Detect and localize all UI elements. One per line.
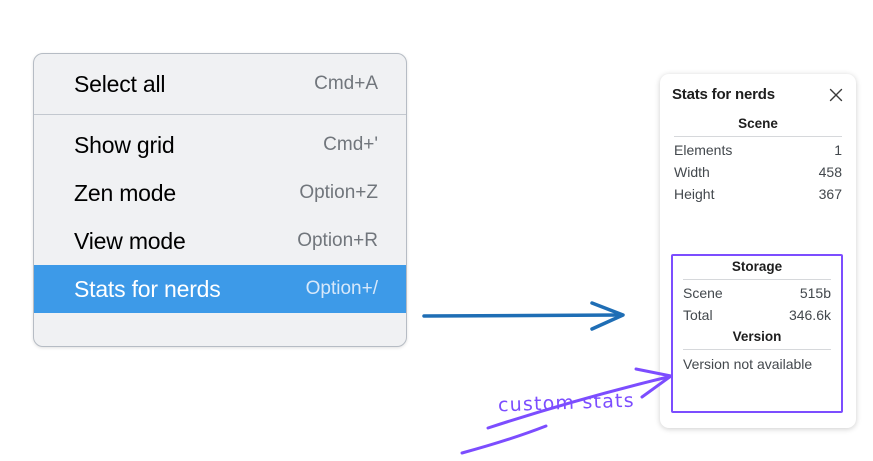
divider <box>683 349 831 350</box>
version-value: Version not available <box>683 356 813 372</box>
panel-title: Stats for nerds <box>672 86 775 103</box>
stat-row: Scene 515b <box>681 282 833 304</box>
context-menu[interactable]: Select all Cmd+A Show grid Cmd+' Zen mod… <box>33 53 407 347</box>
section-storage: Storage Scene 515b Total 346.6k <box>681 256 833 326</box>
section-heading: Version <box>732 329 782 344</box>
menu-item-zen-mode[interactable]: Zen mode Option+Z <box>34 169 406 217</box>
menu-item-label: Stats for nerds <box>74 275 221 302</box>
stat-value: 1 <box>834 142 842 158</box>
stat-value: 458 <box>818 164 842 180</box>
stat-key: Elements <box>674 142 733 158</box>
menu-item-shortcut: Option+Z <box>299 182 378 203</box>
menu-item-shortcut: Cmd+A <box>314 73 378 94</box>
menu-item-label: Zen mode <box>74 179 176 206</box>
custom-stats-region: Storage Scene 515b Total 346.6k Version … <box>673 256 841 376</box>
section-version: Version Version not available <box>681 326 833 376</box>
menu-item-stats-for-nerds[interactable]: Stats for nerds Option+/ <box>34 265 406 313</box>
section-heading: Scene <box>738 116 778 131</box>
blue-pointer-arrow <box>422 301 625 331</box>
stat-key: Total <box>683 307 713 323</box>
divider <box>683 279 831 280</box>
menu-item-label: View mode <box>74 227 186 254</box>
menu-item-shortcut: Option+R <box>297 230 378 251</box>
stat-value: 367 <box>818 186 842 202</box>
panel-header: Stats for nerds <box>672 84 844 113</box>
custom-stats-annotation-arrow <box>460 367 673 455</box>
stat-key: Scene <box>683 285 723 301</box>
stat-key: Height <box>674 186 715 202</box>
menu-item-view-mode[interactable]: View mode Option+R <box>34 217 406 265</box>
menu-group-2: Show grid Cmd+' Zen mode Option+Z View m… <box>34 114 406 319</box>
stat-row: Elements 1 <box>672 139 844 161</box>
menu-item-show-grid[interactable]: Show grid Cmd+' <box>34 121 406 169</box>
menu-item-label: Show grid <box>74 131 175 158</box>
stat-row: Height 367 <box>672 183 844 205</box>
menu-item-shortcut: Cmd+' <box>323 134 378 155</box>
stats-for-nerds-panel[interactable]: Stats for nerds Scene Elements 1 Width 4… <box>660 74 856 428</box>
close-icon[interactable] <box>828 87 844 103</box>
stat-row: Width 458 <box>672 161 844 183</box>
menu-group-1: Select all Cmd+A <box>34 54 406 114</box>
menu-item-shortcut: Option+/ <box>305 278 378 299</box>
section-scene: Scene Elements 1 Width 458 Height 367 <box>672 113 844 205</box>
divider <box>674 136 842 137</box>
menu-item-select-all[interactable]: Select all Cmd+A <box>34 60 406 108</box>
stat-value: 346.6k <box>788 307 831 323</box>
stat-key: Width <box>674 164 710 180</box>
stat-value: 515b <box>799 285 831 301</box>
section-heading: Storage <box>731 259 783 274</box>
stat-row: Total 346.6k <box>681 304 833 326</box>
menu-item-label: Select all <box>74 70 166 97</box>
